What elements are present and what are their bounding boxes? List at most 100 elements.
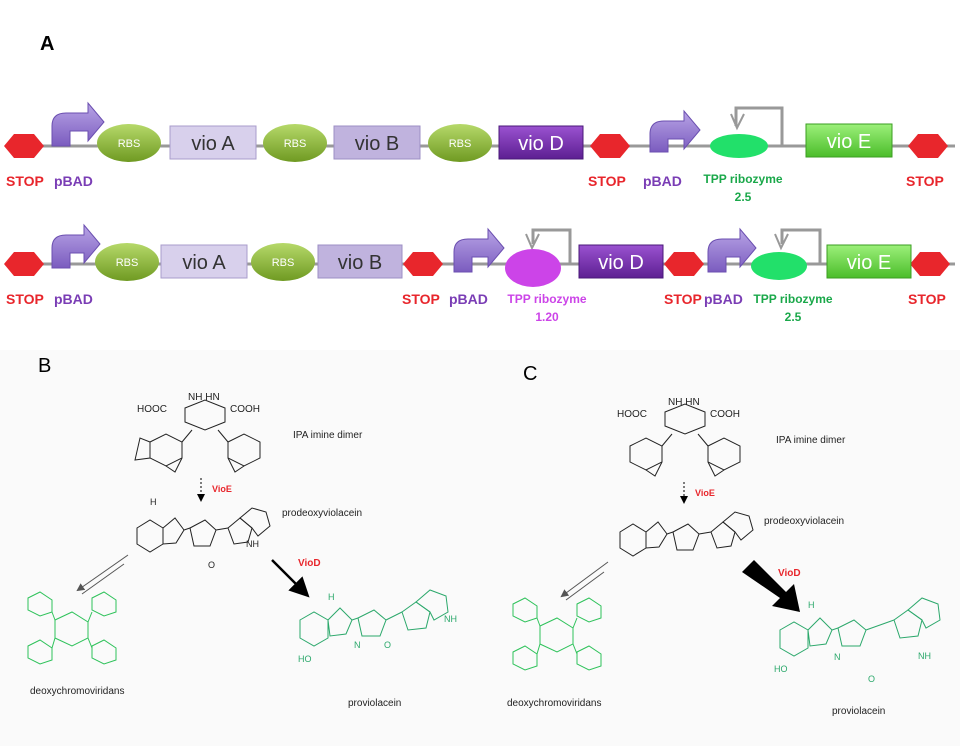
row1-circuit: RBS RBS RBS vio A vio B vio D vio E STOP… [4,101,955,204]
stop-label: STOP [588,173,626,189]
ribozyme-oval [505,249,561,287]
enzyme-label: VioE [212,484,232,494]
deoxychromoviridans-structure [512,597,602,671]
stop-hexagon [403,252,443,276]
gene-vioB-box [333,125,421,160]
atom-hooc: HOOC [137,404,167,415]
deoxychromoviridans-structure [27,591,117,665]
molecule-name: IPA imine dimer [776,435,846,446]
promoter-arrow-icon [707,227,757,273]
row2-circuit: RBS RBS vio A vio B vio D vio E STOP pBA… [4,223,955,324]
equilibrium-arrow [76,554,129,592]
riboswitch-loop [734,106,784,146]
stop-hexagon [4,252,44,276]
atom-nh: H [328,592,335,602]
proviolacein-structure [779,597,941,657]
vioD-arrow [271,559,310,598]
imine-dimer-structure [629,403,741,477]
rbs-oval [251,243,315,281]
riboswitch-loop [780,228,822,264]
ribozyme-value: 2.5 [785,310,802,324]
molecule-name: deoxychromoviridans [30,686,125,697]
stop-hexagon [910,252,950,276]
gene-label: vio D [518,133,564,155]
promoter-label: pBAD [449,291,488,307]
promoter-label: pBAD [54,291,93,307]
gene-vioE-box [805,123,893,158]
ribozyme-label: TPP ribozyme [753,292,832,306]
promoter-label: pBAD [643,173,682,189]
atom-n: N [834,652,841,662]
atom-nh: NH [444,614,457,624]
atom-o: O [208,560,215,570]
enzyme-label: VioE [695,488,715,498]
atom-nhhn: NH HN [668,397,700,408]
rbs-label: RBS [284,138,307,150]
equilibrium-arrow [560,561,609,598]
gene-label: vio E [827,131,871,153]
atom-n: N [354,640,361,650]
stop-label: STOP [908,291,946,307]
rbs-label: RBS [449,138,472,150]
atom-nhhn: NH HN [188,392,220,403]
molecule-name: proviolacein [832,706,885,717]
panel-c: C HOOC NH HN COOH IPA imine dimer VioE [507,363,941,717]
stop-hexagon [908,134,948,158]
ribozyme-value: 2.5 [735,190,752,204]
rbs-oval [95,243,159,281]
riboswitch-arrow [730,113,745,131]
prodeoxyviolacein-structure [619,511,754,557]
panel-a-genetic-circuits: A RBS RBS RBS vio A vio B vio D [0,0,960,350]
gene-label: vio A [182,252,226,274]
gene-vioE-box [826,244,912,279]
atom-nh: NH [918,651,931,661]
promoter-arrow-icon [649,109,701,153]
panel-a-label: A [40,33,54,55]
gene-vioB-box [317,244,403,279]
stop-label: STOP [664,291,702,307]
panel-bc-pathways: B HOOC NH HN COOH IPA imine dimer VioE [0,350,960,746]
proviolacein-structure [299,589,449,647]
imine-dimer-structure [134,399,261,473]
atom-ho: HO [298,654,312,664]
gene-vioD-box [578,244,664,279]
panel-a-svg: A RBS RBS RBS vio A vio B vio D [4,33,955,324]
atom-cooh: COOH [230,404,260,415]
rbs-label: RBS [118,138,141,150]
molecule-name: prodeoxyviolacein [764,516,844,527]
ribozyme-value: 1.20 [535,310,559,324]
gene-label: vio D [598,252,644,274]
riboswitch-arrow [774,233,789,251]
ribozyme-oval [751,252,807,280]
molecule-name: IPA imine dimer [293,430,363,441]
enzyme-label: VioD [298,558,321,569]
atom-hooc: HOOC [617,409,647,420]
gene-label: vio A [191,133,235,155]
enzyme-label: VioD [778,568,801,579]
atom-o: O [868,674,875,684]
rbs-oval [428,124,492,162]
gene-label: vio E [847,252,891,274]
atom-nh: H [150,497,157,507]
ribozyme-label: TPP ribozyme [507,292,586,306]
atom-ho: HO [774,664,788,674]
promoter-label: pBAD [54,173,93,189]
riboswitch-arrow [525,233,540,251]
gene-vioA-box [169,125,257,160]
promoter-arrow-icon [51,101,105,147]
panel-c-label: C [523,363,537,385]
atom-nh: H [808,600,815,610]
panel-b-label: B [38,355,51,377]
gene-label: vio B [355,133,399,155]
prodeoxyviolacein-structure [136,507,271,553]
equilibrium-arrow [81,563,125,595]
atom-cooh: COOH [710,409,740,420]
rbs-oval [263,124,327,162]
atom-nh: NH [246,539,259,549]
stop-hexagon [664,252,704,276]
stop-label: STOP [402,291,440,307]
panel-b: B HOOC NH HN COOH IPA imine dimer VioE [27,355,457,709]
molecule-name: deoxychromoviridans [507,698,602,709]
rbs-label: RBS [116,257,139,269]
ribozyme-oval [710,134,768,158]
